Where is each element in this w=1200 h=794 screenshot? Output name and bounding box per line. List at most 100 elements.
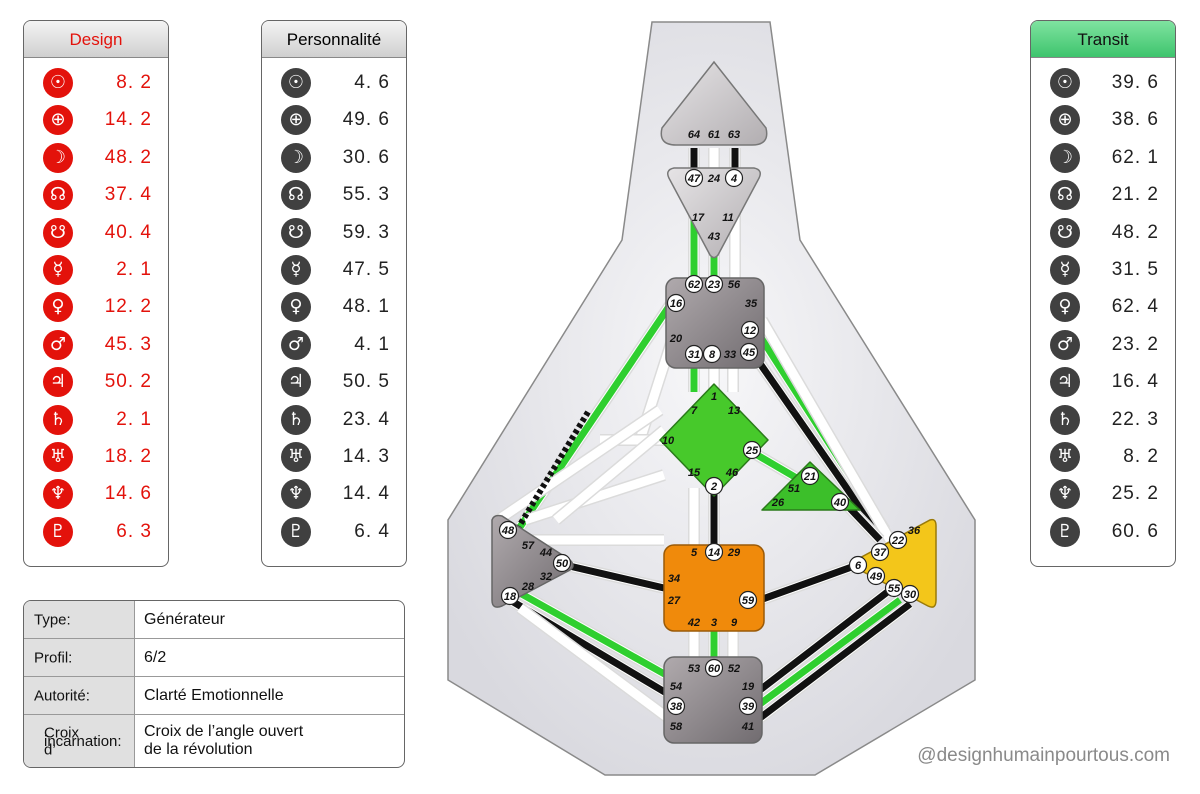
planet-row: ☽62. 1 — [1031, 142, 1175, 176]
channel-personality — [757, 601, 913, 721]
planet-row: ♂23. 2 — [1031, 329, 1175, 363]
planet-row: ♀62. 4 — [1031, 291, 1175, 325]
gate-label: 21 — [803, 471, 816, 483]
gate-label: 24 — [707, 173, 720, 185]
gate-label: 10 — [662, 435, 675, 447]
gate-label: 56 — [728, 279, 741, 291]
gate-label: 6 — [855, 560, 862, 572]
jupiter-icon: ♃ — [1050, 367, 1080, 398]
gate-label: 50 — [556, 558, 569, 570]
gate-label: 5 — [691, 547, 698, 559]
planet-row: ⊕ 14. 2 — [24, 104, 168, 138]
transit-panel: Transit ☉39. 6⊕38. 6☽62. 1☊21. 2☋48. 2☿3… — [1030, 20, 1176, 567]
gate-marker — [702, 344, 722, 364]
cross-value-1: Croix de l’angle ouvert — [144, 723, 304, 740]
channel-transit — [750, 448, 802, 484]
gate-label: 23 — [707, 279, 720, 291]
gate-label: 40 — [833, 497, 847, 509]
planet-row: ♃50. 5 — [262, 366, 406, 400]
gate-marker — [666, 293, 686, 313]
planet-value: 23. 4 — [342, 408, 390, 430]
neptune-icon: ♆ — [281, 479, 311, 510]
mercury-icon: ☿ — [43, 255, 73, 285]
gate-label: 3 — [711, 617, 717, 629]
cross-label-2: incarnation: — [44, 732, 122, 750]
gate-label: 51 — [788, 483, 800, 495]
mercury-icon: ☿ — [281, 255, 311, 285]
gate-label: 37 — [874, 547, 887, 559]
planet-row: ☽30. 6 — [262, 142, 406, 176]
sun-icon: ☉ — [43, 68, 73, 98]
planet-value: 21. 2 — [1111, 184, 1159, 206]
gate-label: 48 — [501, 525, 515, 537]
planet-value: 50. 2 — [104, 371, 152, 393]
planet-value: 6. 3 — [116, 520, 152, 542]
gate-label: 41 — [741, 721, 754, 733]
saturn-icon: ♄ — [1050, 404, 1080, 435]
gate-label: 36 — [908, 525, 921, 537]
gate-marker — [848, 555, 868, 575]
planet-row: ☿47. 5 — [262, 254, 406, 288]
planet-value: 39. 6 — [1111, 72, 1159, 93]
uranus-icon: ♅ — [43, 442, 73, 472]
planet-value: 2. 1 — [116, 259, 152, 280]
gate-label: 22 — [891, 535, 904, 547]
channel-personality — [749, 350, 883, 538]
gate-label: 42 — [687, 617, 700, 629]
saturn-icon: ♄ — [43, 404, 73, 435]
neptune-icon: ♆ — [43, 479, 73, 510]
planet-row: ♇60. 6 — [1031, 516, 1175, 550]
watermark: @designhumainpourtous.com — [917, 745, 1170, 766]
planet-row: ☋59. 3 — [262, 217, 406, 251]
planet-row: ♂45. 3 — [24, 329, 168, 363]
planet-row: ☊ 37. 4 — [24, 179, 168, 213]
mars-icon: ♂ — [281, 329, 311, 360]
gate-label: 33 — [724, 349, 736, 361]
planet-value: 18. 2 — [104, 446, 152, 467]
planet-row: ☋40. 4 — [24, 217, 168, 251]
venus-icon: ♀ — [1050, 292, 1080, 323]
gate-marker — [800, 466, 820, 486]
planet-value: 4. 1 — [354, 333, 390, 355]
earth-icon: ⊕ — [43, 105, 73, 136]
channel-mixed — [515, 410, 591, 530]
info-row-type: Type: Générateur — [24, 601, 404, 639]
planet-value: 31. 5 — [1111, 259, 1159, 280]
planet-value: 25. 2 — [1111, 483, 1159, 505]
gate-label: 19 — [742, 681, 755, 693]
gate-label: 2 — [710, 481, 717, 493]
gate-marker — [738, 696, 758, 716]
planet-row: ♀48. 1 — [262, 291, 406, 325]
gate-label: 47 — [687, 173, 701, 185]
gate-label: 30 — [904, 589, 917, 601]
gate-label: 53 — [688, 663, 700, 675]
gate-label: 59 — [742, 595, 755, 607]
planet-row: ☉4. 6 — [262, 67, 406, 101]
head-center — [660, 60, 768, 146]
north-node-icon: ☊ — [43, 180, 73, 211]
channel-transit — [757, 597, 903, 707]
channel-transit — [516, 588, 670, 680]
gate-label: 63 — [728, 129, 740, 141]
venus-icon: ♀ — [43, 292, 73, 323]
gate-marker — [738, 590, 758, 610]
gate-label: 29 — [727, 547, 741, 559]
north-node-icon: ☊ — [1050, 180, 1080, 211]
planet-value: 30. 6 — [342, 146, 390, 168]
planet-row: ☿ 2. 1 — [24, 254, 168, 288]
channel-personality — [758, 560, 862, 604]
planet-value: 50. 5 — [342, 371, 390, 393]
planet-value: 14. 2 — [104, 109, 152, 131]
gate-marker — [552, 553, 572, 573]
planet-value: 60. 6 — [1111, 520, 1159, 542]
south-node-icon: ☋ — [1050, 217, 1080, 248]
neptune-icon: ♆ — [1050, 479, 1080, 510]
gate-marker — [704, 476, 724, 496]
planet-value: 37. 4 — [104, 184, 152, 206]
gate-label: 57 — [522, 540, 535, 552]
planet-value: 8. 2 — [116, 72, 152, 93]
gate-label: 49 — [869, 571, 883, 583]
south-node-icon: ☋ — [43, 217, 73, 248]
gate-label: 34 — [668, 573, 680, 585]
planet-value: 14. 6 — [104, 483, 152, 505]
